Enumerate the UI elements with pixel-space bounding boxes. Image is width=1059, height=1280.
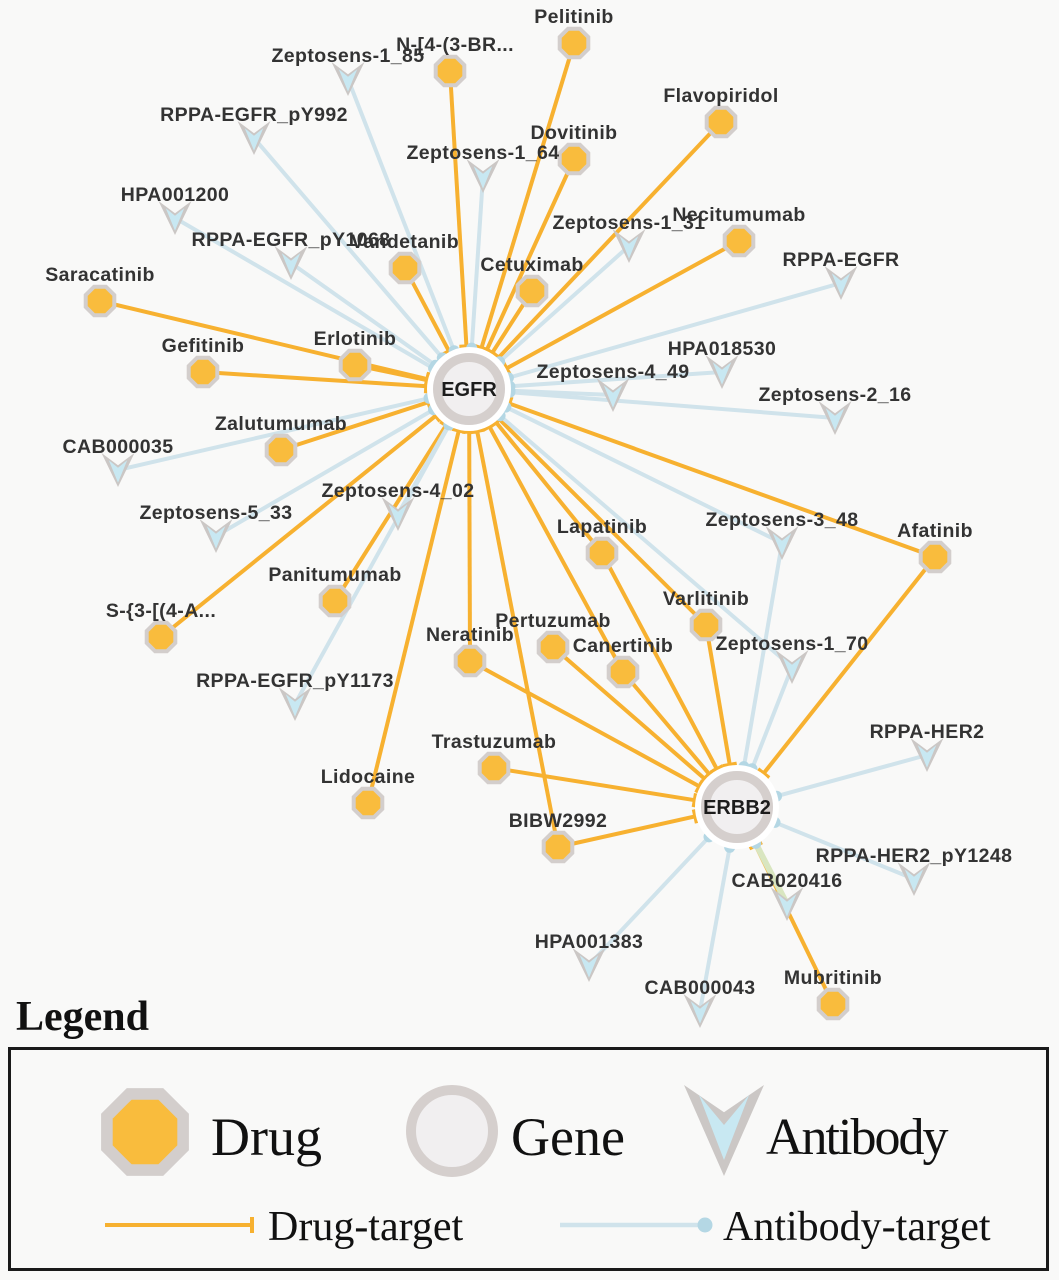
svg-text:Vandetanib: Vandetanib	[351, 231, 459, 253]
svg-text:RPPA-EGFR_pY1068: RPPA-EGFR_pY1068	[192, 229, 391, 251]
svg-text:RPPA-EGFR_pY992: RPPA-EGFR_pY992	[160, 104, 348, 126]
svg-text:Zeptosens-1_31: Zeptosens-1_31	[553, 212, 706, 234]
svg-text:Cetuximab: Cetuximab	[480, 254, 583, 276]
svg-text:Gefitinib: Gefitinib	[162, 335, 245, 357]
svg-text:Legend: Legend	[16, 994, 149, 1040]
svg-text:CAB000035: CAB000035	[63, 436, 174, 458]
svg-text:BIBW2992: BIBW2992	[509, 810, 608, 832]
svg-text:Zeptosens-2_16: Zeptosens-2_16	[759, 384, 912, 406]
svg-text:Dovitinib: Dovitinib	[530, 122, 617, 144]
svg-text:Drug-target: Drug-target	[268, 1204, 463, 1250]
svg-text:Lidocaine: Lidocaine	[321, 766, 416, 788]
svg-text:Zeptosens-1_70: Zeptosens-1_70	[716, 633, 869, 655]
svg-text:Mubritinib: Mubritinib	[784, 967, 882, 989]
svg-text:Zalutumumab: Zalutumumab	[215, 413, 347, 435]
svg-text:CAB000043: CAB000043	[645, 977, 756, 999]
svg-text:ERBB2: ERBB2	[703, 797, 771, 819]
svg-text:Antibody: Antibody	[766, 1109, 948, 1166]
svg-text:Afatinib: Afatinib	[897, 520, 973, 542]
svg-text:Erlotinib: Erlotinib	[314, 328, 397, 350]
svg-text:Zeptosens-1_85: Zeptosens-1_85	[272, 45, 425, 67]
svg-text:RPPA-HER2_pY1248: RPPA-HER2_pY1248	[816, 845, 1013, 867]
svg-text:RPPA-EGFR: RPPA-EGFR	[783, 249, 900, 271]
svg-text:Zeptosens-5_33: Zeptosens-5_33	[140, 502, 293, 524]
svg-text:EGFR: EGFR	[441, 379, 497, 401]
svg-text:HPA001200: HPA001200	[121, 184, 229, 206]
svg-text:Zeptosens-4_02: Zeptosens-4_02	[322, 480, 475, 502]
svg-text:Varlitinib: Varlitinib	[663, 588, 749, 610]
svg-text:RPPA-EGFR_pY1173: RPPA-EGFR_pY1173	[196, 670, 394, 692]
svg-text:N-[4-(3-BR...: N-[4-(3-BR...	[396, 34, 514, 56]
svg-text:Canertinib: Canertinib	[573, 635, 673, 657]
svg-text:Pertuzumab: Pertuzumab	[495, 610, 611, 632]
svg-text:Panitumumab: Panitumumab	[268, 564, 401, 586]
svg-text:Neratinib: Neratinib	[426, 624, 514, 646]
svg-text:CAB020416: CAB020416	[732, 870, 843, 892]
svg-text:RPPA-HER2: RPPA-HER2	[870, 721, 985, 743]
svg-text:Necitumumab: Necitumumab	[672, 204, 805, 226]
svg-text:Gene: Gene	[511, 1107, 625, 1167]
svg-text:Antibody-target: Antibody-target	[723, 1204, 991, 1250]
svg-text:Saracatinib: Saracatinib	[45, 264, 155, 286]
svg-text:HPA018530: HPA018530	[668, 338, 776, 360]
svg-text:Trastuzumab: Trastuzumab	[432, 731, 557, 753]
svg-text:Zeptosens-4_49: Zeptosens-4_49	[537, 361, 690, 383]
svg-text:Zeptosens-1_64: Zeptosens-1_64	[407, 142, 560, 164]
svg-text:Lapatinib: Lapatinib	[557, 516, 647, 538]
svg-text:Flavopiridol: Flavopiridol	[663, 85, 778, 107]
svg-text:Zeptosens-3_48: Zeptosens-3_48	[706, 509, 859, 531]
svg-text:Drug: Drug	[211, 1107, 322, 1167]
svg-text:Pelitinib: Pelitinib	[534, 6, 613, 28]
svg-text:HPA001383: HPA001383	[535, 931, 643, 953]
svg-text:S-{3-[(4-A...: S-{3-[(4-A...	[106, 600, 216, 622]
